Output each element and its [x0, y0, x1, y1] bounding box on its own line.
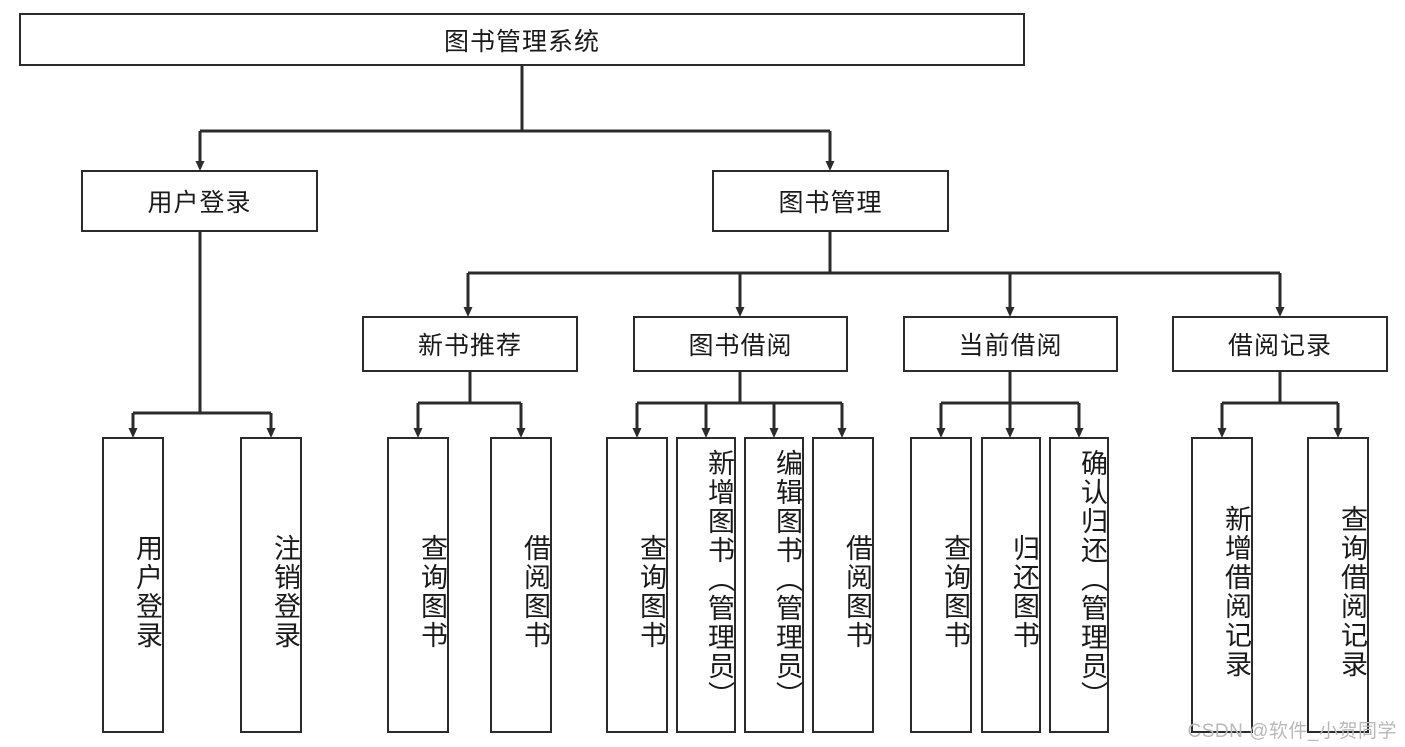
node-label: 当前借阅 — [958, 332, 1063, 360]
node-label: 查询图书 — [417, 534, 447, 650]
leaf-record-query-borrow-record[interactable]: 查询借阅记录 — [1307, 437, 1369, 733]
node-new-book-recommend[interactable]: 新书推荐 — [362, 316, 578, 372]
node-label: 新增借阅记录 — [1221, 505, 1251, 679]
node-current-borrow[interactable]: 当前借阅 — [903, 316, 1118, 372]
node-book-management[interactable]: 图书管理 — [712, 170, 949, 232]
node-user-login[interactable]: 用户登录 — [81, 170, 318, 232]
leaf-record-add-borrow-record[interactable]: 新增借阅记录 — [1191, 437, 1253, 733]
node-label: 查询借阅记录 — [1337, 505, 1367, 679]
node-label: 借阅记录 — [1227, 332, 1332, 360]
node-label: 借阅图书 — [520, 534, 550, 650]
node-label: 借阅图书 — [842, 534, 872, 650]
leaf-current-return-book[interactable]: 归还图书 — [981, 437, 1041, 733]
node-label: 确认归还（管理员） — [1077, 449, 1107, 710]
node-label: 用户登录 — [132, 534, 162, 650]
node-label: 注销登录 — [270, 534, 300, 650]
node-book-borrow[interactable]: 图书借阅 — [633, 316, 848, 372]
leaf-user-login-login[interactable]: 用户登录 — [102, 437, 164, 733]
watermark: CSDN @软件_小贺同学 — [1187, 721, 1397, 742]
leaf-user-login-logout[interactable]: 注销登录 — [240, 437, 302, 733]
node-borrow-record[interactable]: 借阅记录 — [1172, 316, 1388, 372]
node-label: 查询图书 — [636, 534, 666, 650]
node-label: 图书管理 — [778, 189, 883, 217]
node-label: 图书管理系统 — [443, 27, 600, 56]
node-label: 用户登录 — [147, 189, 252, 217]
node-label: 查询图书 — [940, 534, 970, 650]
leaf-borrow-query-book[interactable]: 查询图书 — [606, 437, 668, 733]
leaf-borrow-edit-book-admin[interactable]: 编辑图书（管理员） — [744, 437, 804, 733]
leaf-borrow-add-book-admin[interactable]: 新增图书（管理员） — [676, 437, 736, 733]
leaf-borrow-borrow-book[interactable]: 借阅图书 — [812, 437, 874, 733]
node-label: 新书推荐 — [417, 332, 522, 360]
node-label: 新增图书（管理员） — [704, 449, 734, 710]
node-label: 归还图书 — [1009, 534, 1039, 650]
leaf-recommend-query-book[interactable]: 查询图书 — [387, 437, 449, 733]
node-root-book-management-system[interactable]: 图书管理系统 — [19, 13, 1025, 66]
leaf-recommend-borrow-book[interactable]: 借阅图书 — [490, 437, 552, 733]
leaf-current-confirm-return-admin[interactable]: 确认归还（管理员） — [1049, 437, 1109, 733]
leaf-current-query-book[interactable]: 查询图书 — [910, 437, 972, 733]
node-label: 编辑图书（管理员） — [772, 449, 802, 710]
node-label: 图书借阅 — [688, 332, 793, 360]
